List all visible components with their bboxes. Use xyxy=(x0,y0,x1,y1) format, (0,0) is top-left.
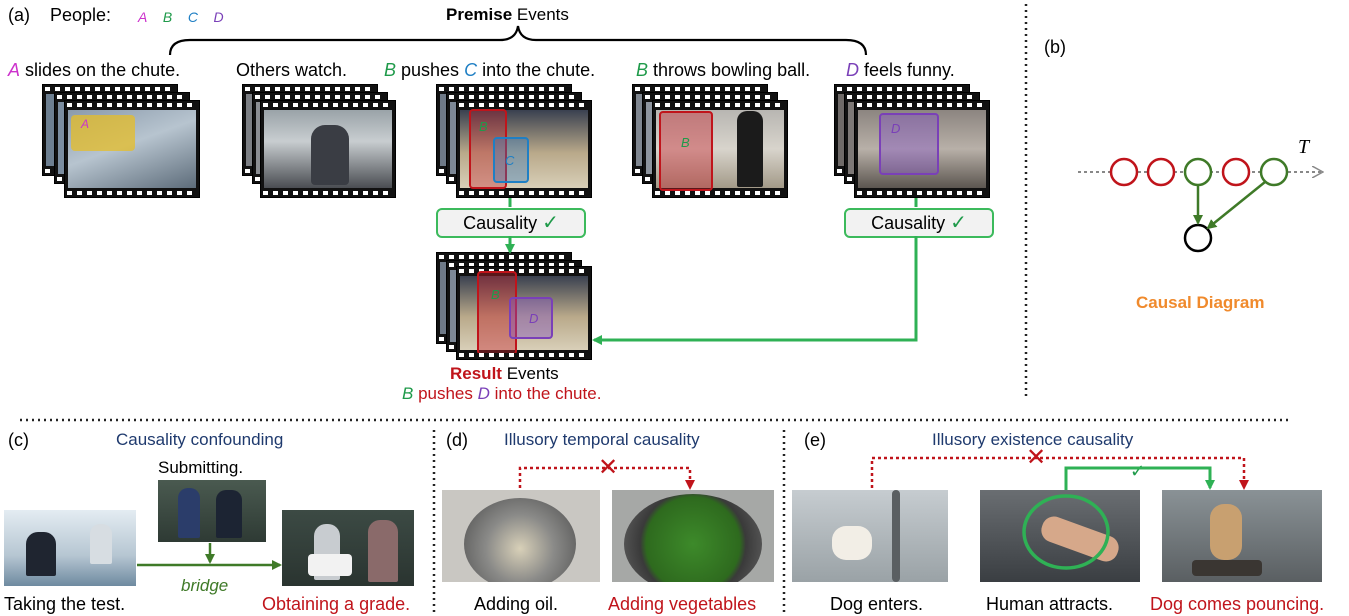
node-green-2 xyxy=(1259,157,1289,187)
arrow-causality2-to-result xyxy=(592,236,918,345)
dog-silhouette xyxy=(832,526,872,560)
event-caption-5: D feels funny. xyxy=(846,60,955,80)
person-d-box xyxy=(509,297,553,339)
person-silhouette xyxy=(178,488,200,538)
submitting-caption: Submitting. xyxy=(158,458,244,477)
premise-title: Premise Events xyxy=(446,5,569,24)
causality-box-1: Causality ✓ xyxy=(436,208,586,238)
photo-submitting xyxy=(158,480,266,542)
human-attracts-caption: Human attracts. xyxy=(986,594,1114,614)
node-result xyxy=(1183,223,1213,253)
person-silhouette xyxy=(26,532,56,576)
person-c: C xyxy=(187,9,198,25)
doormat xyxy=(1192,560,1262,576)
result-caption: B pushes D into the chute. xyxy=(402,384,602,403)
person-silhouette xyxy=(737,111,763,187)
dog-silhouette xyxy=(1210,504,1242,560)
premise-brace xyxy=(168,25,868,56)
clip-slides-chute: A xyxy=(64,100,200,198)
person-silhouette xyxy=(90,524,112,564)
panel-e-label: (e) xyxy=(804,430,826,450)
taking-test-caption: Taking the test. xyxy=(4,594,126,614)
photo-dog-pouncing xyxy=(1162,490,1322,582)
node-green-1 xyxy=(1183,157,1213,187)
causal-diagram-caption: Causal Diagram xyxy=(1136,293,1265,312)
person-b-box xyxy=(469,109,507,189)
causality-box-2: Causality ✓ xyxy=(844,208,994,238)
box-label-d: D xyxy=(891,121,901,136)
bridge-label: bridge xyxy=(181,576,229,595)
panel-d-label: (d) xyxy=(446,430,468,450)
edge-green2-result xyxy=(1206,181,1266,230)
box-label-b: B xyxy=(491,287,500,302)
obtaining-grade-caption: Obtaining a grade. xyxy=(262,594,411,614)
door-frame xyxy=(892,490,900,582)
clip-feels-funny: D xyxy=(854,100,990,198)
photo-adding-vegetables xyxy=(612,490,774,582)
person-silhouette xyxy=(368,520,398,582)
box-label-b: B xyxy=(681,135,690,150)
person-b-box xyxy=(659,111,713,191)
box-label-a: A xyxy=(81,117,90,131)
panel-a-label: (a) xyxy=(8,5,30,25)
dog-enters-caption: Dog enters. xyxy=(830,594,924,614)
person-silhouette xyxy=(311,125,349,185)
box-label-c: C xyxy=(505,153,515,168)
panel-e-title: Illusory existence causality xyxy=(932,430,1134,449)
clip-throws-ball: B xyxy=(652,100,788,198)
clip-result: B D xyxy=(456,266,592,360)
node-red-3 xyxy=(1221,157,1251,187)
person-d: D xyxy=(213,9,224,25)
panel-d-title: Illusory temporal causality xyxy=(504,430,700,449)
event-caption-3: B pushes C into the chute. xyxy=(384,60,596,80)
result-title: Result Events xyxy=(450,364,559,383)
arrow-oil-to-vegetables xyxy=(518,466,695,490)
person-a-highlight xyxy=(71,115,135,151)
clip-pushes-c: B C xyxy=(456,100,592,198)
box-label-b: B xyxy=(479,119,488,134)
pan xyxy=(464,498,576,582)
time-axis-label: T xyxy=(1298,136,1310,158)
person-silhouette xyxy=(216,490,242,538)
adding-vegetables-caption: Adding vegetables xyxy=(608,594,757,614)
people-list: A B C D xyxy=(138,9,224,25)
event-caption-2: Others watch. xyxy=(236,60,348,80)
hand-highlight-circle xyxy=(1022,494,1110,570)
person-b-box xyxy=(477,271,517,355)
person-c-box xyxy=(493,137,529,183)
photo-obtaining-grade xyxy=(282,510,414,586)
person-d-box xyxy=(879,113,939,175)
arrow-human-to-pouncing xyxy=(1064,466,1215,490)
paper-sheet xyxy=(308,554,352,576)
person-a: A xyxy=(138,9,148,25)
photo-dog-enters xyxy=(792,490,948,582)
dog-pouncing-caption: Dog comes pouncing. xyxy=(1150,594,1325,614)
photo-adding-oil xyxy=(442,490,600,582)
panel-b-label: (b) xyxy=(1044,37,1066,57)
node-red-2 xyxy=(1146,157,1176,187)
person-b: B xyxy=(162,9,173,25)
arrow-dog-enters-to-pouncing xyxy=(870,456,1249,490)
event-caption-4: B throws bowling ball. xyxy=(636,60,811,80)
clip-others-watch xyxy=(260,100,396,198)
panel-c-label: (c) xyxy=(8,430,29,450)
event-caption-1: A slides on the chute. xyxy=(8,60,181,80)
box-label-d: D xyxy=(529,311,539,326)
people-label: People: xyxy=(50,5,112,25)
panel-c-title: Causality confounding xyxy=(116,430,284,449)
adding-oil-caption: Adding oil. xyxy=(474,594,559,614)
photo-taking-test xyxy=(4,510,136,586)
node-red-1 xyxy=(1109,157,1139,187)
pot-with-greens xyxy=(624,494,762,582)
